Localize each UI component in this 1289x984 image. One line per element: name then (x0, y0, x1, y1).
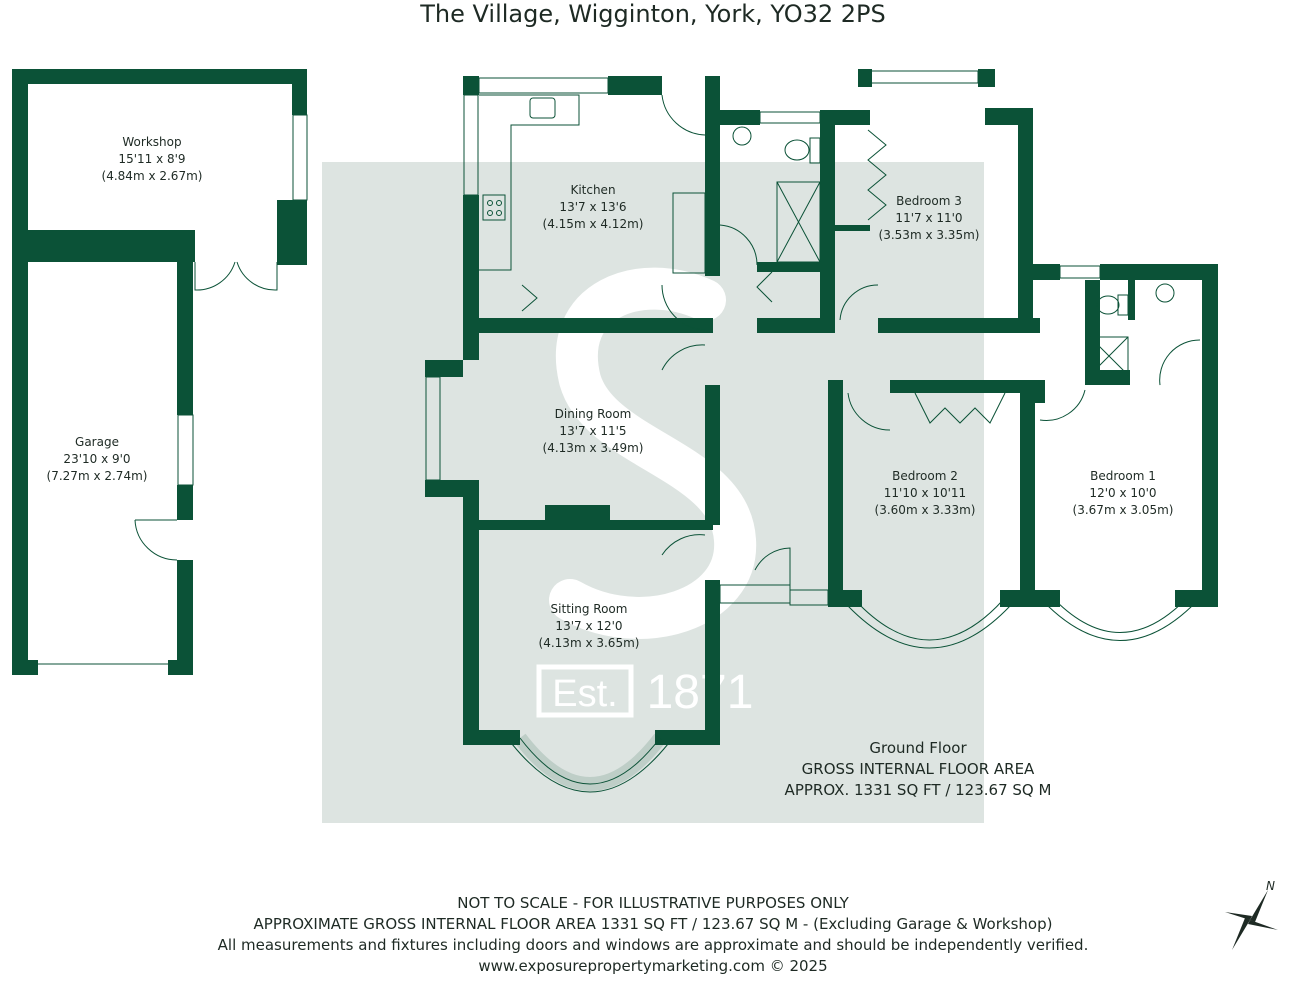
copyright-link[interactable]: www.exposurepropertymarketing.com © 2025 (478, 957, 828, 975)
room-size-metric: (3.67m x 3.05m) (1072, 503, 1174, 517)
room-label-dining-room: Dining Room 13'7 x 11'5 (4.13m x 3.49m) (543, 406, 644, 457)
room-size-metric: (3.53m x 3.35m) (878, 228, 980, 242)
room-name: Sitting Room (550, 602, 628, 616)
room-name: Kitchen (570, 183, 616, 197)
room-label-bedroom-1: Bedroom 1 12'0 x 10'0 (3.67m x 3.05m) (1073, 468, 1174, 519)
room-label-bedroom-3: Bedroom 3 11'7 x 11'0 (3.53m x 3.35m) (879, 193, 980, 244)
room-label-kitchen: Kitchen 13'7 x 13'6 (4.15m x 4.12m) (543, 182, 644, 233)
room-name: Workshop (122, 135, 182, 149)
room-label-sitting-room: Sitting Room 13'7 x 12'0 (4.13m x 3.65m) (539, 601, 640, 652)
measurement-note: All measurements and fixtures including … (217, 936, 1089, 954)
scale-note: NOT TO SCALE - FOR ILLUSTRATIVE PURPOSES… (457, 894, 849, 912)
room-name: Bedroom 2 (892, 469, 958, 483)
disclaimer-footer: NOT TO SCALE - FOR ILLUSTRATIVE PURPOSES… (0, 893, 1289, 977)
floor-area-summary: Ground Floor GROSS INTERNAL FLOOR AREA A… (785, 738, 1052, 801)
fixtures-doors-windows (38, 70, 1201, 793)
room-label-garage: Garage 23'10 x 9'0 (7.27m x 2.74m) (47, 434, 148, 485)
floor-area-value: APPROX. 1331 SQ FT / 123.67 SQ M (784, 781, 1052, 799)
room-label-bedroom-2: Bedroom 2 11'10 x 10'11 (3.60m x 3.33m) (875, 468, 976, 519)
room-size-imperial: 13'7 x 11'5 (559, 424, 627, 438)
floor-name: Ground Floor (869, 739, 967, 757)
area-note: APPROXIMATE GROSS INTERNAL FLOOR AREA 13… (253, 915, 1053, 933)
room-size-metric: (4.13m x 3.65m) (538, 636, 640, 650)
room-size-metric: (7.27m x 2.74m) (46, 469, 148, 483)
room-size-metric: (4.84m x 2.67m) (101, 169, 203, 183)
room-size-imperial: 13'7 x 13'6 (559, 200, 627, 214)
plan-title: The Village, Wigginton, York, YO32 2PS (420, 0, 886, 28)
room-name: Dining Room (554, 407, 632, 421)
room-size-metric: (4.13m x 3.49m) (542, 441, 644, 455)
room-size-imperial: 15'11 x 8'9 (118, 152, 186, 166)
floor-area-heading: GROSS INTERNAL FLOOR AREA (801, 760, 1035, 778)
svg-text:1871: 1871 (647, 666, 754, 719)
room-size-imperial: 23'10 x 9'0 (63, 452, 131, 466)
room-name: Bedroom 1 (1090, 469, 1156, 483)
room-size-imperial: 13'7 x 12'0 (555, 619, 623, 633)
room-name: Bedroom 3 (896, 194, 962, 208)
room-size-metric: (4.15m x 4.12m) (542, 217, 644, 231)
compass-rose-icon: N (1225, 879, 1278, 950)
room-size-imperial: 11'10 x 10'11 (883, 486, 967, 500)
room-size-metric: (3.60m x 3.33m) (874, 503, 976, 517)
room-size-imperial: 12'0 x 10'0 (1089, 486, 1157, 500)
svg-text:N: N (1266, 879, 1275, 893)
svg-text:Est.: Est. (552, 673, 617, 715)
room-name: Garage (75, 435, 119, 449)
room-label-workshop: Workshop 15'11 x 8'9 (4.84m x 2.67m) (102, 134, 203, 185)
room-size-imperial: 11'7 x 11'0 (895, 211, 963, 225)
watermark-s-shape (549, 267, 757, 639)
walls (12, 69, 1218, 745)
